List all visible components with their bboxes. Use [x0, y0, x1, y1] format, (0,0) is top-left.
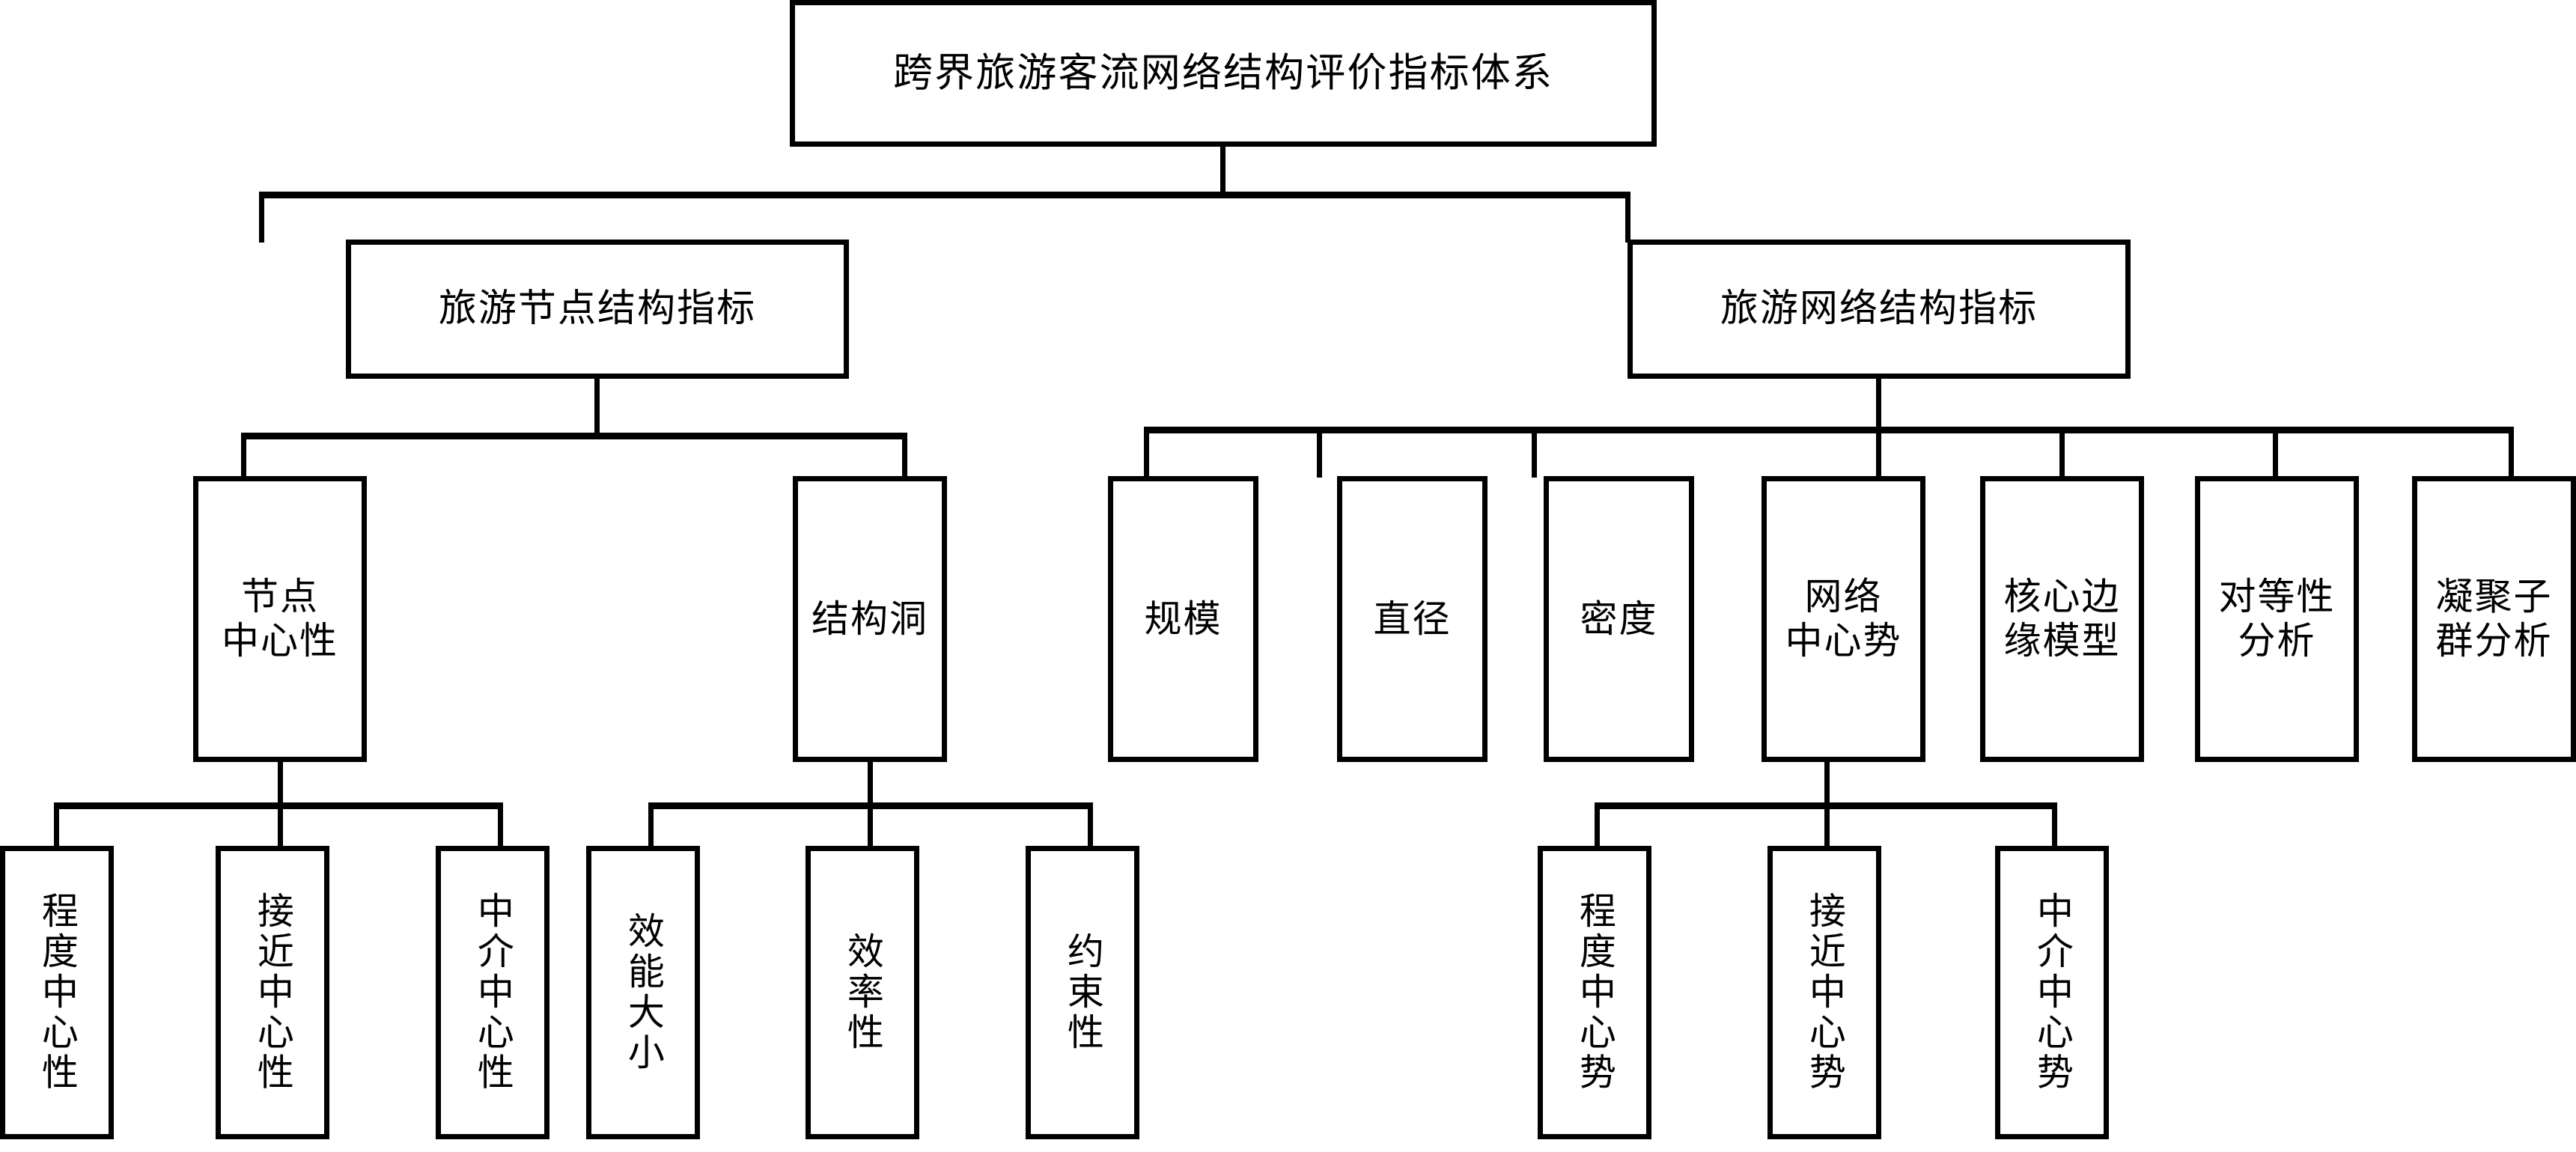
node-equivalence-analysis-label: 对等性 分析 — [2218, 575, 2336, 662]
node-tourism-network-structure: 旅游网络结构指标 — [1627, 240, 2131, 379]
connector-root-stem — [1220, 147, 1225, 193]
node-equivalence-analysis: 对等性 分析 — [2195, 476, 2359, 762]
connector-structuralhole-drop-1 — [648, 802, 654, 849]
node-tourism-node-structure-label: 旅游节点结构指标 — [438, 286, 757, 331]
connector-nodecentrality-drop-3 — [498, 802, 503, 849]
connector-l2right-drop-5 — [2059, 427, 2065, 478]
node-density-label: 密度 — [1580, 597, 1658, 641]
leaf-degree-centrality: 程度中心性 — [0, 846, 114, 1139]
connector-netcentralization-drop-2 — [1824, 802, 1830, 849]
node-node-centrality: 节点 中心性 — [193, 476, 367, 762]
leaf-constraint-label: 约束性 — [1061, 932, 1104, 1053]
connector-structuralhole-stem — [868, 762, 873, 808]
leaf-degree-centrality-label: 程度中心性 — [35, 892, 79, 1094]
leaf-effective-size: 效能大小 — [586, 846, 700, 1139]
connector-l2right-drop-3 — [1532, 427, 1537, 478]
node-tourism-node-structure: 旅游节点结构指标 — [346, 240, 849, 379]
leaf-effective-size-label: 效能大小 — [621, 912, 665, 1073]
connector-l2right-bus — [1144, 427, 2514, 433]
node-root-label: 跨界旅游客流网络结构评价指标体系 — [893, 49, 1553, 96]
node-density: 密度 — [1544, 476, 1694, 762]
leaf-efficiency: 效率性 — [806, 846, 919, 1139]
connector-l2right-drop-1 — [1144, 427, 1149, 478]
leaf-constraint: 约束性 — [1026, 846, 1139, 1139]
leaf-degree-centralization-label: 程度中心势 — [1573, 892, 1616, 1094]
connector-l2left-to-nodecentrality — [241, 433, 246, 479]
connector-l2right-drop-6 — [2273, 427, 2278, 478]
connector-nodecentrality-drop-1 — [54, 802, 59, 849]
node-diameter: 直径 — [1337, 476, 1488, 762]
connector-root-to-l2-right — [1625, 192, 1630, 243]
node-network-centralization-label: 网络 中心势 — [1785, 575, 1902, 662]
connector-l2right-drop-4 — [1876, 427, 1881, 478]
leaf-closeness-centralization: 接近中心势 — [1767, 846, 1881, 1139]
node-scale-label: 规模 — [1144, 597, 1222, 641]
connector-nodecentrality-stem — [278, 762, 283, 808]
node-structural-hole: 结构洞 — [793, 476, 947, 762]
leaf-betweenness-centralization: 中介中心势 — [1995, 846, 2109, 1139]
connector-l2left-stem — [594, 379, 600, 437]
node-tourism-network-structure-label: 旅游网络结构指标 — [1720, 286, 2038, 331]
connector-l2right-drop-7 — [2509, 427, 2514, 478]
node-structural-hole-label: 结构洞 — [812, 597, 928, 641]
connector-l2right-stem — [1876, 379, 1881, 430]
connector-netcentralization-stem — [1824, 762, 1830, 808]
node-network-centralization: 网络 中心势 — [1762, 476, 1925, 762]
leaf-degree-centralization: 程度中心势 — [1538, 846, 1651, 1139]
node-cohesive-subgroup-analysis: 凝聚子 群分析 — [2412, 476, 2576, 762]
node-node-centrality-label: 节点 中心性 — [222, 575, 338, 662]
connector-structuralhole-drop-2 — [868, 802, 873, 849]
leaf-betweenness-centrality-label: 中介中心性 — [471, 892, 514, 1094]
leaf-betweenness-centrality: 中介中心性 — [436, 846, 549, 1139]
node-root: 跨界旅游客流网络结构评价指标体系 — [790, 0, 1657, 147]
connector-l2right-drop-2 — [1317, 427, 1322, 478]
connector-netcentralization-drop-3 — [2052, 802, 2057, 849]
connector-l2left-bus — [241, 433, 907, 439]
leaf-efficiency-label: 效率性 — [841, 932, 884, 1053]
connector-netcentralization-drop-1 — [1595, 802, 1600, 849]
connector-root-bus — [259, 192, 1630, 198]
node-core-periphery-model-label: 核心边 缘模型 — [2003, 575, 2121, 662]
connector-l2left-to-structuralhole — [902, 433, 907, 479]
connector-root-to-l2-left — [259, 192, 264, 243]
node-diameter-label: 直径 — [1373, 597, 1452, 641]
leaf-closeness-centrality: 接近中心性 — [216, 846, 329, 1139]
node-core-periphery-model: 核心边 缘模型 — [1980, 476, 2144, 762]
connector-nodecentrality-drop-2 — [278, 802, 283, 849]
connector-structuralhole-drop-3 — [1088, 802, 1093, 849]
leaf-betweenness-centralization-label: 中介中心势 — [2030, 892, 2074, 1094]
leaf-closeness-centrality-label: 接近中心性 — [251, 892, 294, 1094]
node-cohesive-subgroup-analysis-label: 凝聚子 群分析 — [2435, 575, 2553, 662]
node-scale: 规模 — [1108, 476, 1258, 762]
leaf-closeness-centralization-label: 接近中心势 — [1803, 892, 1846, 1094]
